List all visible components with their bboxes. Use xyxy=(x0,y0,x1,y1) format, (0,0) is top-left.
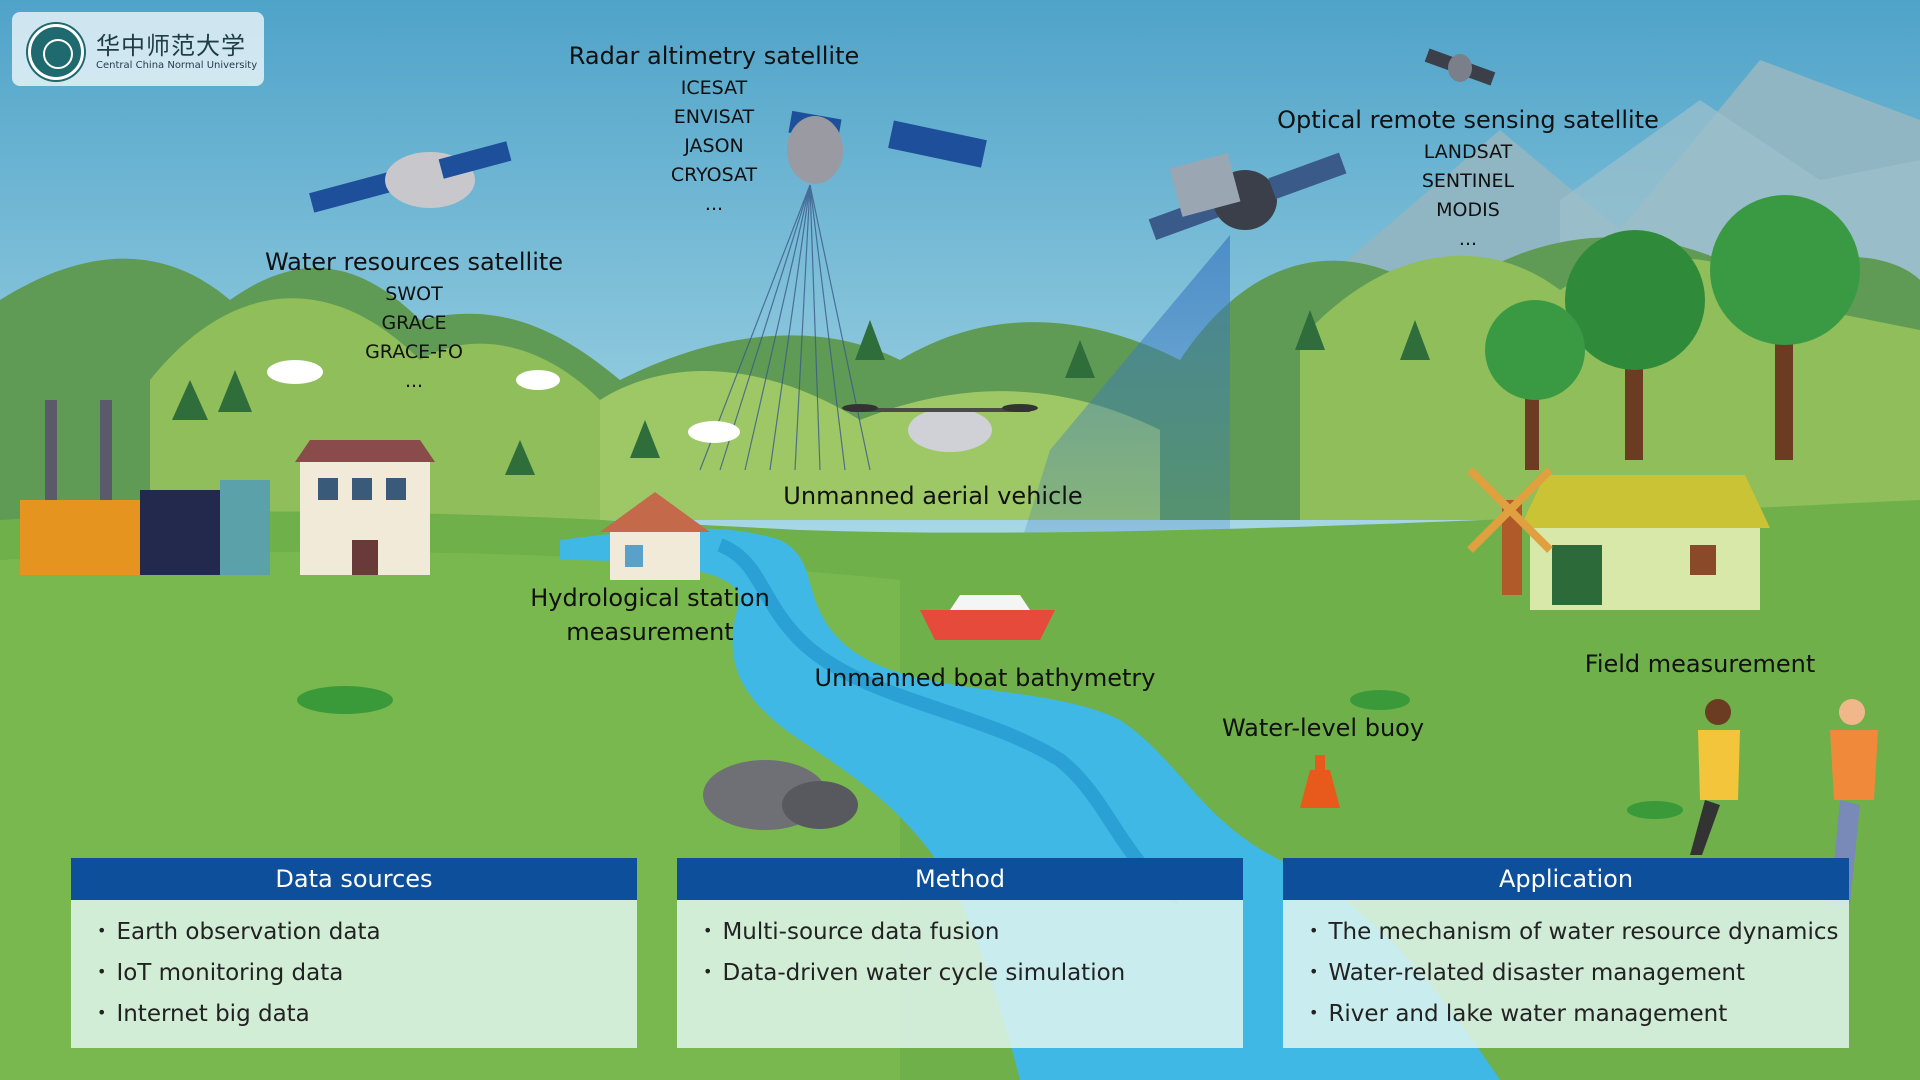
list-item: ... xyxy=(704,193,724,215)
university-name-en: Central China Normal University xyxy=(96,60,258,71)
list-item: JASON xyxy=(684,135,744,157)
list-item: Multi-source data fusion xyxy=(677,912,1243,953)
optical-satellite xyxy=(1148,152,1347,241)
buoy-label: Water-level buoy xyxy=(1221,714,1425,742)
list-item: ... xyxy=(1458,228,1478,250)
panel-title: Application xyxy=(1283,858,1849,900)
windmill xyxy=(1467,467,1553,595)
list-item: IoT monitoring data xyxy=(71,953,637,994)
list-item: Earth observation data xyxy=(71,912,637,953)
list-item: SWOT xyxy=(385,283,443,305)
water-satellite-list: SWOT GRACE GRACE-FO ... xyxy=(365,280,463,396)
radar-satellite-list: ICESAT ENVISAT JASON CRYOSAT ... xyxy=(671,74,757,219)
hydro-station-label-line2: measurement xyxy=(566,618,734,646)
list-item: The mechanism of water resource dynamics xyxy=(1283,912,1849,953)
list-item: Internet big data xyxy=(71,994,637,1035)
optical-beam xyxy=(1000,235,1230,610)
list-item: MODIS xyxy=(1436,199,1500,221)
boat xyxy=(920,595,1055,640)
rocks xyxy=(703,760,858,830)
university-logo: 华中师范大学 Central China Normal University xyxy=(12,12,264,86)
grass xyxy=(297,686,1683,819)
university-seal-icon xyxy=(28,24,84,80)
list-item: ... xyxy=(404,370,424,392)
panel-title: Data sources xyxy=(71,858,637,900)
small-satellite xyxy=(1424,48,1496,86)
list-item: GRACE xyxy=(381,312,447,334)
farmhouse xyxy=(1520,475,1770,610)
factory xyxy=(20,400,270,575)
clouds xyxy=(267,360,740,443)
field-surveyors xyxy=(1690,699,1878,905)
list-item: ICESAT xyxy=(680,77,748,99)
application-panel: Application The mechanism of water resou… xyxy=(1283,858,1849,1048)
water-satellite xyxy=(309,141,512,213)
radar-satellite xyxy=(787,110,987,184)
panel-title: Method xyxy=(677,858,1243,900)
river xyxy=(560,528,1500,1080)
list-item: Water-related disaster management xyxy=(1283,953,1849,994)
list-item: SENTINEL xyxy=(1421,170,1515,192)
deciduous-trees xyxy=(1485,195,1860,470)
water-satellite-title: Water resources satellite xyxy=(264,248,564,276)
radar-satellite-title: Radar altimetry satellite xyxy=(568,42,860,70)
list-item: River and lake water management xyxy=(1283,994,1849,1035)
drone xyxy=(842,404,1038,452)
university-name-cn: 华中师范大学 xyxy=(96,32,246,60)
method-panel: Method Multi-source data fusion Data-dri… xyxy=(677,858,1243,1048)
data-sources-panel: Data sources Earth observation data IoT … xyxy=(71,858,637,1048)
list-item: ENVISAT xyxy=(673,106,755,128)
hydro-station-label-line1: Hydrological station xyxy=(530,584,770,612)
panel-body: The mechanism of water resource dynamics… xyxy=(1283,900,1849,1048)
house-building xyxy=(295,440,435,575)
list-item: LANDSAT xyxy=(1423,141,1513,163)
pine-trees xyxy=(172,310,1430,475)
optical-satellite-title: Optical remote sensing satellite xyxy=(1277,106,1659,134)
list-item: CRYOSAT xyxy=(670,164,758,186)
field-measurement-label: Field measurement xyxy=(1584,650,1816,678)
boat-label: Unmanned boat bathymetry xyxy=(814,664,1156,692)
list-item: Data-driven water cycle simulation xyxy=(677,953,1243,994)
water-level-buoy xyxy=(1300,755,1340,808)
panel-body: Multi-source data fusion Data-driven wat… xyxy=(677,900,1243,1048)
optical-satellite-list: LANDSAT SENTINEL MODIS ... xyxy=(1422,138,1514,254)
hydrological-station xyxy=(600,492,710,580)
list-item: GRACE-FO xyxy=(365,341,463,363)
panel-body: Earth observation data IoT monitoring da… xyxy=(71,900,637,1048)
uav-label: Unmanned aerial vehicle xyxy=(783,482,1083,510)
